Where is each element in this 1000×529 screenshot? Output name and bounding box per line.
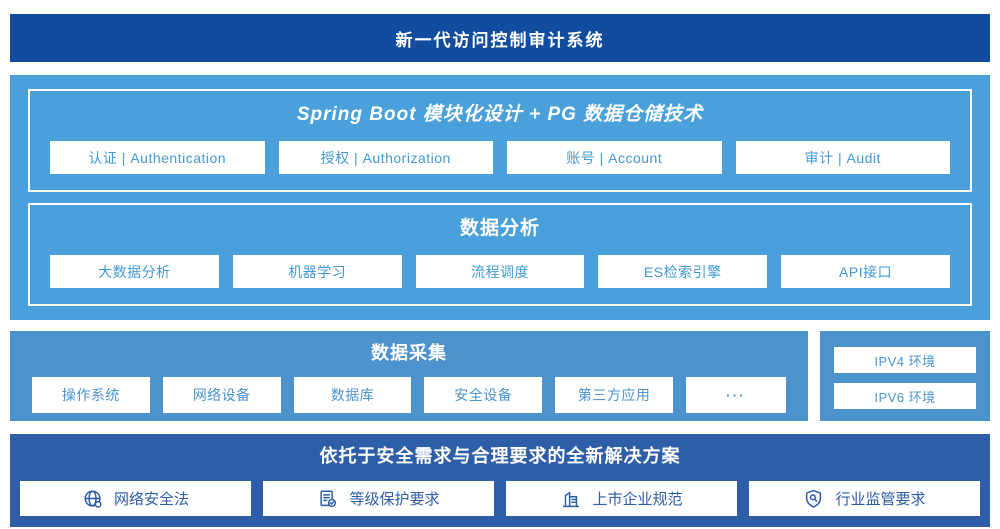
solution-box-label: 等级保护要求: [349, 491, 440, 508]
environment-panel: IPV4 环境 IPV6 环境: [820, 331, 990, 421]
solution-title: 依托于安全需求与合理要求的全新解决方案: [319, 446, 681, 466]
collection-box-more: ···: [685, 377, 786, 413]
solution-box-cybersecurity-law: 网络安全法: [20, 481, 251, 516]
collection-box-database: 数据库: [293, 377, 412, 413]
analysis-box-es: ES检索引擎: [598, 255, 768, 288]
document-check-icon: [320, 489, 337, 507]
analysis-panel: 数据分析 大数据分析 机器学习 流程调度 ES检索引擎 API接口: [28, 203, 972, 306]
solution-box-label: 上市企业规范: [592, 491, 683, 508]
springboot-panel-title: Spring Boot 模块化设计 + PG 数据仓储技术: [296, 104, 704, 125]
collection-box-security: 安全设备: [424, 377, 543, 413]
analysis-box-ml: 机器学习: [232, 255, 402, 288]
shield-search-icon: [806, 489, 822, 508]
collection-section: 数据采集 操作系统 网络设备 数据库 安全设备 第三方应用 ···: [10, 331, 808, 421]
globe-icon: [84, 489, 102, 508]
solution-box-row: 网络安全法 等级保护要求 上市企业规范: [20, 481, 980, 516]
collection-box-row: 操作系统 网络设备 数据库 安全设备 第三方应用 ···: [32, 377, 786, 413]
analysis-box-row: 大数据分析 机器学习 流程调度 ES检索引擎 API接口: [50, 255, 950, 288]
building-icon: [563, 491, 580, 507]
top-banner: 新一代访问控制审计系统: [10, 14, 990, 62]
solution-box-classified-protection: 等级保护要求: [263, 481, 494, 516]
solution-section: 依托于安全需求与合理要求的全新解决方案 网络安全法 等级保护要求: [10, 434, 990, 527]
springboot-panel: Spring Boot 模块化设计 + PG 数据仓储技术 认证 | Authe…: [28, 89, 972, 192]
solution-box-listed-company: 上市企业规范: [506, 481, 737, 516]
system-title: 新一代访问控制审计系统: [395, 30, 605, 50]
collection-box-network: 网络设备: [162, 377, 281, 413]
analysis-box-workflow: 流程调度: [415, 255, 585, 288]
env-box-ipv6: IPV6 环境: [834, 383, 976, 409]
analysis-panel-title: 数据分析: [459, 218, 540, 239]
solution-box-label: 行业监管要求: [835, 491, 926, 508]
analysis-box-bigdata: 大数据分析: [50, 255, 219, 288]
solution-box-label: 网络安全法: [113, 491, 189, 508]
collection-box-thirdparty: 第三方应用: [555, 377, 673, 413]
collection-title: 数据采集: [371, 343, 447, 363]
module-box-account: 账号 | Account: [507, 141, 722, 174]
module-box-audit: 审计 | Audit: [735, 141, 950, 174]
middle-row: 数据采集 操作系统 网络设备 数据库 安全设备 第三方应用 ··· IPV4 环…: [10, 331, 990, 421]
analysis-box-api: API接口: [781, 255, 950, 288]
module-box-authentication: 认证 | Authentication: [50, 141, 265, 174]
solution-box-industry-regulation: 行业监管要求: [749, 481, 980, 516]
env-box-ipv4: IPV4 环境: [834, 347, 976, 373]
platform-section: Spring Boot 模块化设计 + PG 数据仓储技术 认证 | Authe…: [10, 75, 990, 320]
collection-box-os: 操作系统: [32, 377, 150, 413]
module-box-row: 认证 | Authentication 授权 | Authorization 账…: [50, 141, 950, 174]
module-box-authorization: 授权 | Authorization: [278, 141, 493, 174]
